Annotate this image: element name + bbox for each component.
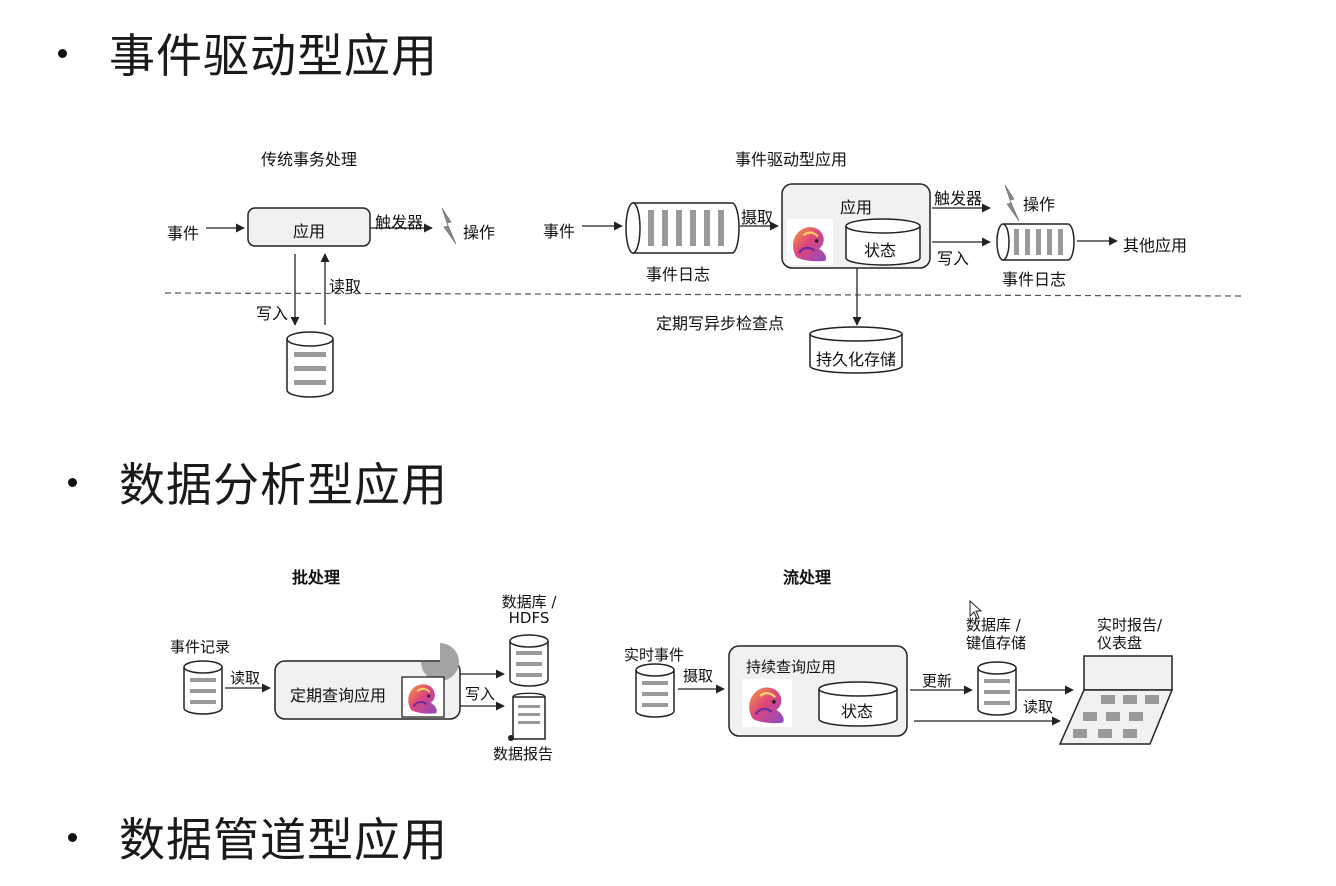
report-label: 数据报告 bbox=[493, 745, 554, 763]
traditional-title: 传统事务处理 bbox=[261, 150, 358, 169]
batch-diagram bbox=[183, 634, 549, 741]
query-app-label: 定期查询应用 bbox=[290, 686, 387, 705]
state-store bbox=[818, 681, 898, 727]
continuous-query-label: 持续查询应用 bbox=[746, 658, 837, 676]
ingest-label: 摄取 bbox=[741, 208, 774, 227]
read-label: 读取 bbox=[329, 277, 362, 296]
database-icon bbox=[635, 663, 675, 718]
event-label: 事件 bbox=[543, 222, 576, 241]
read-label: 读取 bbox=[230, 669, 261, 687]
dashboard-label-line1: 实时报告/ bbox=[1097, 616, 1163, 634]
database-icon bbox=[286, 331, 334, 398]
stream-diagram bbox=[635, 645, 1174, 745]
dashboard-label-line2: 仪表盘 bbox=[1097, 634, 1143, 652]
kv-label-line2: 键值存储 bbox=[966, 634, 1027, 652]
event-log-icon bbox=[996, 223, 1075, 261]
section-heading-pipeline: 数据管道型应用 bbox=[68, 804, 448, 870]
mouse-pointer-icon bbox=[969, 600, 983, 620]
eda-title: 事件驱动型应用 bbox=[735, 150, 848, 169]
action-label: 操作 bbox=[463, 223, 496, 242]
write-label: 写入 bbox=[465, 685, 496, 703]
database-icon bbox=[509, 634, 549, 687]
db-label-line2: HDFS bbox=[508, 609, 550, 627]
event-records-label: 事件记录 bbox=[170, 638, 231, 656]
lightning-icon bbox=[1004, 185, 1020, 221]
update-label: 更新 bbox=[922, 672, 953, 690]
read-label: 读取 bbox=[1023, 698, 1054, 716]
app-box bbox=[247, 207, 371, 247]
state-label: 状态 bbox=[864, 241, 897, 260]
report-scroll-icon bbox=[508, 692, 546, 741]
checkpoint-label: 定期写异步检查点 bbox=[656, 314, 785, 333]
clock-pie-icon bbox=[421, 643, 459, 681]
trigger-label: 触发器 bbox=[934, 189, 983, 208]
bullet-dot bbox=[58, 48, 67, 58]
dashboard-tablet-icon bbox=[1058, 655, 1174, 745]
traditional-diagram bbox=[206, 207, 457, 398]
state-label: 状态 bbox=[841, 702, 874, 721]
realtime-events-label: 实时事件 bbox=[624, 646, 685, 664]
write-label: 写入 bbox=[937, 249, 970, 268]
state-store bbox=[845, 218, 921, 266]
database-icon bbox=[183, 660, 223, 715]
section-heading-analytics: 数据分析型应用 bbox=[68, 449, 448, 515]
event-label: 事件 bbox=[167, 224, 200, 243]
batch-title: 批处理 bbox=[292, 568, 341, 587]
database-icon bbox=[977, 661, 1017, 716]
bullet-dot bbox=[68, 832, 77, 842]
event-log-label: 事件日志 bbox=[1002, 270, 1067, 289]
app-label: 应用 bbox=[840, 198, 873, 217]
persistent-storage-label: 持久化存储 bbox=[815, 350, 896, 369]
action-label: 操作 bbox=[1023, 195, 1056, 214]
trigger-label: 触发器 bbox=[375, 213, 424, 232]
app-label: 应用 bbox=[292, 222, 325, 241]
other-apps-label: 其他应用 bbox=[1123, 236, 1188, 255]
section-title: 数据分析型应用 bbox=[119, 458, 448, 512]
checkpoint-separator bbox=[164, 292, 1243, 297]
event-log-label: 事件日志 bbox=[646, 265, 711, 284]
ingest-label: 摄取 bbox=[683, 667, 714, 685]
persistent-storage-icon bbox=[809, 326, 903, 374]
eda-diagram bbox=[582, 183, 1118, 374]
stream-title: 流处理 bbox=[783, 568, 832, 587]
section-title: 数据管道型应用 bbox=[119, 813, 448, 867]
write-label: 写入 bbox=[256, 304, 289, 323]
db-label-line1: 数据库 / bbox=[501, 593, 557, 611]
section-heading-event-driven: 事件驱动型应用 bbox=[58, 20, 438, 86]
lightning-icon bbox=[441, 208, 457, 244]
bullet-dot bbox=[68, 477, 77, 487]
event-log-icon bbox=[625, 202, 740, 254]
kv-label-line1: 数据库 / bbox=[966, 616, 1021, 634]
section-title: 事件驱动型应用 bbox=[109, 29, 438, 83]
